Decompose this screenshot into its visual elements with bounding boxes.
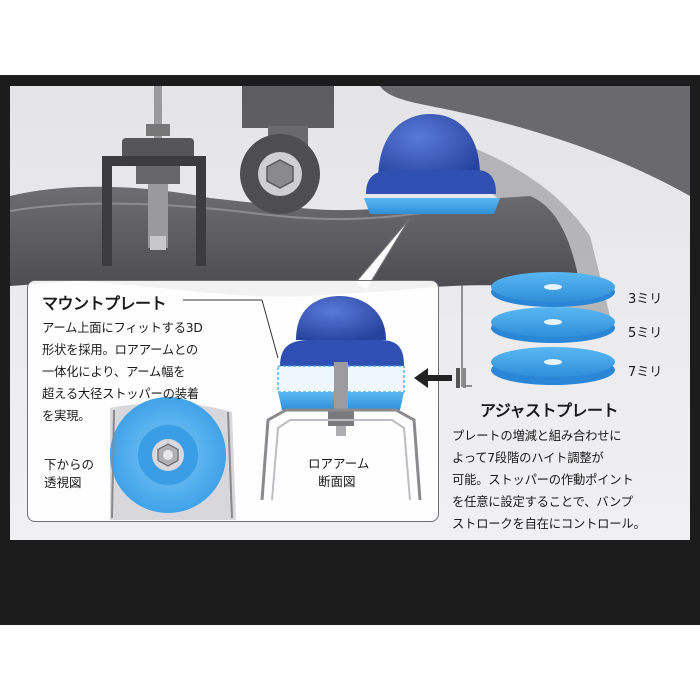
suspension-illustration xyxy=(10,86,690,387)
plate-size-label-3mm: 3ミリ xyxy=(628,292,663,307)
stabilizer-rod xyxy=(154,86,162,146)
mount-plate-desc-line: 一体化により、アーム幅を xyxy=(42,365,186,379)
lower-arm-section-label: 断面図 xyxy=(318,474,356,489)
adjust-plate-title: アジャストプレート xyxy=(480,401,619,420)
adjust-plate-desc-line: プレートの増減と組み合わせに xyxy=(452,429,622,443)
section-bolt xyxy=(334,362,348,410)
mount-title-leader xyxy=(261,299,279,359)
shock-bolt-head xyxy=(266,159,294,189)
adjust-plate-desc-line: を任意に設定することで、バンプ xyxy=(452,495,633,509)
mount-plate-desc-line: アーム上面にフィットする3D xyxy=(42,321,203,335)
mount-plate-desc-line: 超える大径ストッパーの装着 xyxy=(42,387,199,401)
mount-plate-desc-line: 形状を採用。ロアアームとの xyxy=(42,343,199,357)
stabilizer-nut-top xyxy=(146,124,170,136)
lower-arm-highlight xyxy=(10,202,431,221)
adjust-plate-desc-line: よって7段階のハイト調整が xyxy=(452,451,604,465)
section-skirt xyxy=(280,340,404,366)
adjust-plate-desc-line: 可能。ストッパーの作動ポイント xyxy=(452,473,634,487)
adjust-plate-desc-line: ストロークを自在にコントロール。 xyxy=(452,517,646,531)
bottom-view-label: 下からの xyxy=(44,457,95,472)
plate-size-label-7mm: 7ミリ xyxy=(628,365,663,380)
section-bolt-tip xyxy=(336,426,346,436)
stabilizer-nut-mid xyxy=(136,164,180,184)
shock-body xyxy=(242,86,334,128)
adjust-plate-3mm xyxy=(491,272,615,307)
mount-plate-desc-line: を実現。 xyxy=(42,409,91,423)
insert-arrow xyxy=(414,368,452,388)
stopper-skirt xyxy=(366,170,496,194)
stopper-dome xyxy=(378,114,480,181)
fender-shape xyxy=(380,86,690,196)
adjust-plate-5mm xyxy=(491,307,615,343)
adjust-plate-7mm xyxy=(491,347,615,385)
section-dome xyxy=(296,296,386,340)
mount-plate-title: マウントプレート xyxy=(42,294,167,313)
section-nut xyxy=(328,410,354,426)
stabilizer-bolt-tip xyxy=(150,236,166,250)
stabilizer-bolt xyxy=(148,184,168,248)
lower-arm-section-label: ロアアーム xyxy=(308,456,370,471)
section-view-figure xyxy=(260,296,466,501)
plate-bracket-line xyxy=(461,281,472,387)
bottom-view-label: 透視図 xyxy=(44,475,82,490)
plate-size-label-5mm: 5ミリ xyxy=(628,326,663,341)
section-arm-channel xyxy=(260,408,422,501)
bottom-view-figure xyxy=(110,397,236,520)
stopper-plate xyxy=(364,198,500,214)
